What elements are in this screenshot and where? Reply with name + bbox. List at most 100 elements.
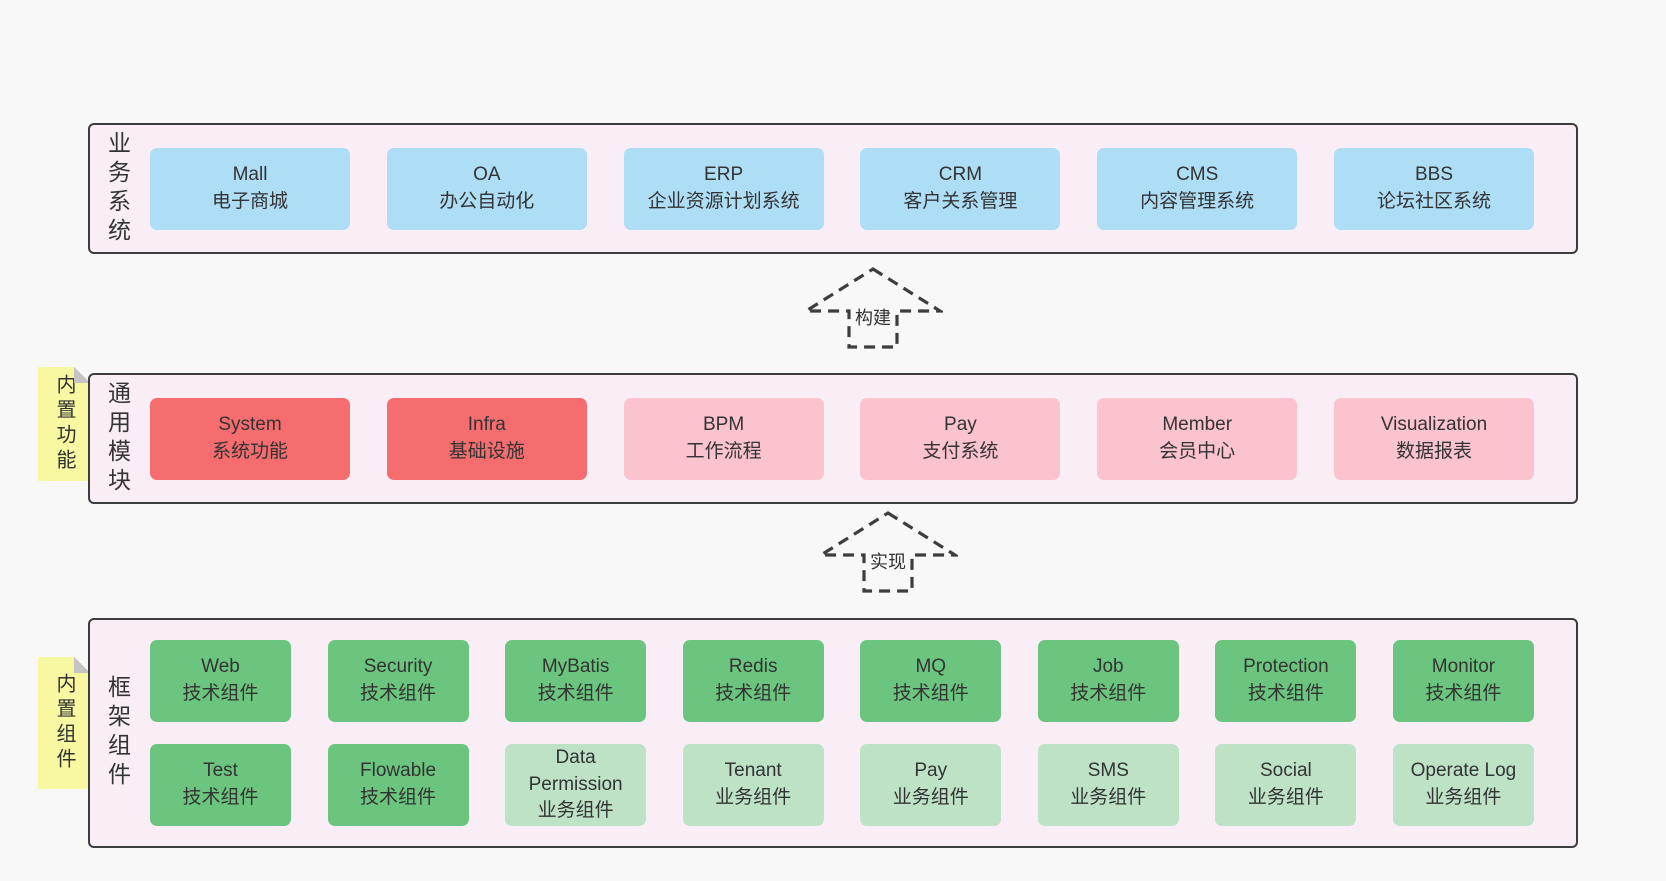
box-subtitle: 基础设施 (448, 440, 525, 462)
box-subtitle: 工作流程 (685, 440, 762, 462)
box-subtitle: 业务组件 (715, 787, 792, 808)
box-subtitle: 会员中心 (1159, 440, 1236, 462)
box-title: Member (1162, 413, 1233, 435)
box-subtitle: 业务组件 (1425, 787, 1502, 808)
build-arrow: 构建 (803, 266, 943, 350)
box-subtitle: 业务组件 (1070, 787, 1147, 808)
box-subtitle: 技术组件 (892, 683, 969, 704)
box-title: Pay (914, 760, 948, 782)
box-pay: Pay 支付系统 (860, 397, 1061, 480)
box-title: BPM (703, 413, 745, 435)
up-arrow-icon (803, 267, 943, 349)
box-subtitle: 技术组件 (1425, 683, 1502, 704)
box-subtitle: 电子商城 (211, 190, 288, 212)
implement-arrow: 实现 (818, 510, 958, 594)
box-erp: ERP 企业资源计划系统 (623, 147, 824, 230)
sticky-note-text: 内置组件 (53, 673, 75, 773)
box-operate-log: Operate Log 业务组件 (1392, 744, 1534, 826)
box-subtitle: 业务组件 (892, 787, 969, 808)
box-redis: Redis 技术组件 (682, 640, 824, 722)
section-common-modules: 通用模块 System 系统功能 Infra 基础设施 BPM 工作流程 Pay (88, 373, 1578, 504)
box-social: Social 业务组件 (1215, 744, 1357, 826)
common-modules-row: System 系统功能 Infra 基础设施 BPM 工作流程 Pay 支付系统… (150, 397, 1534, 480)
box-title: Job (1092, 656, 1124, 678)
box-title: Test (203, 760, 238, 782)
box-title: Social (1260, 760, 1312, 782)
box-bbs: BBS 论坛社区系统 (1333, 147, 1534, 230)
box-flowable: Flowable 技术组件 (327, 744, 469, 826)
box-subtitle: 企业资源计划系统 (647, 190, 800, 212)
box-title: Web (201, 656, 240, 678)
box-subtitle: 内容管理系统 (1140, 190, 1255, 212)
business-systems-content: Mall 电子商城 OA 办公自动化 ERP 企业资源计划系统 CRM 客户关系… (144, 125, 1576, 252)
box-cms: CMS 内容管理系统 (1097, 147, 1298, 230)
box-subtitle: 技术组件 (360, 787, 437, 808)
section-framework-components: 框架组件 Web 技术组件 Security 技术组件 MyBatis 技术组件… (88, 618, 1578, 848)
box-subtitle: 技术组件 (182, 787, 259, 808)
sticky-fold-icon (74, 657, 90, 673)
box-subtitle: 技术组件 (1247, 683, 1324, 704)
box-subtitle: 技术组件 (360, 683, 437, 704)
implement-arrow-label: 实现 (866, 548, 910, 574)
up-arrow-icon (818, 511, 958, 593)
box-title: MQ (915, 656, 947, 678)
box-title: OA (473, 163, 501, 185)
box-subtitle: 技术组件 (537, 683, 614, 704)
box-security: Security 技术组件 (327, 640, 469, 722)
box-title: Data Permission (528, 746, 623, 795)
box-mall: Mall 电子商城 (150, 147, 350, 230)
box-title: Security (363, 656, 433, 678)
box-mq: MQ 技术组件 (860, 640, 1002, 722)
section-label-text: 框架组件 (104, 675, 131, 791)
box-subtitle: 系统功能 (211, 440, 288, 462)
box-mybatis: MyBatis 技术组件 (505, 640, 647, 722)
box-subtitle: 数据报表 (1395, 440, 1472, 462)
box-protection: Protection 技术组件 (1215, 640, 1357, 722)
box-title: CRM (938, 163, 983, 185)
box-title: SMS (1087, 760, 1129, 782)
box-crm: CRM 客户关系管理 (860, 147, 1061, 230)
sticky-fold-icon (74, 367, 90, 383)
box-subtitle: 技术组件 (1070, 683, 1147, 704)
sticky-note-text: 内置功能 (53, 374, 75, 474)
section-label-text: 业务系统 (104, 130, 131, 247)
box-infra: Infra 基础设施 (386, 397, 587, 480)
box-title: Pay (944, 413, 977, 435)
box-web: Web 技术组件 (150, 640, 291, 722)
box-oa: OA 办公自动化 (386, 147, 587, 230)
framework-components-row-2: Test 技术组件 Flowable 技术组件 Data Permission … (150, 744, 1534, 826)
box-monitor: Monitor 技术组件 (1392, 640, 1534, 722)
box-visualization: Visualization 数据报表 (1333, 397, 1534, 480)
box-title: Visualization (1380, 413, 1488, 435)
section-label-text: 通用模块 (104, 380, 131, 497)
sticky-note-built-in-components: 内置组件 (38, 657, 90, 789)
box-subtitle: 技术组件 (182, 683, 259, 704)
box-title: Mall (232, 163, 268, 185)
box-subtitle: 业务组件 (537, 800, 614, 822)
box-title: Monitor (1431, 656, 1496, 678)
box-tenant: Tenant 业务组件 (682, 744, 824, 826)
box-system: System 系统功能 (150, 397, 350, 480)
section-label-framework-components: 框架组件 (90, 620, 144, 846)
box-subtitle: 技术组件 (715, 683, 792, 704)
box-subtitle: 支付系统 (922, 440, 999, 462)
box-subtitle: 办公自动化 (439, 190, 535, 212)
box-title: ERP (704, 163, 744, 185)
box-title: Tenant (724, 760, 782, 782)
section-label-business-systems: 业务系统 (90, 125, 144, 252)
sticky-note-built-in-features: 内置功能 (38, 367, 90, 481)
framework-components-content: Web 技术组件 Security 技术组件 MyBatis 技术组件 Redi… (144, 620, 1576, 846)
common-modules-content: System 系统功能 Infra 基础设施 BPM 工作流程 Pay 支付系统… (144, 375, 1576, 502)
box-subtitle: 论坛社区系统 (1376, 190, 1491, 212)
box-title: Redis (728, 656, 778, 678)
section-label-common-modules: 通用模块 (90, 375, 144, 502)
box-bpm: BPM 工作流程 (623, 397, 824, 480)
box-title: BBS (1414, 163, 1453, 185)
box-title: Flowable (360, 760, 437, 782)
box-pay-component: Pay 业务组件 (860, 744, 1002, 826)
framework-components-row-1: Web 技术组件 Security 技术组件 MyBatis 技术组件 Redi… (150, 640, 1534, 722)
box-subtitle: 业务组件 (1247, 787, 1324, 808)
section-business-systems: 业务系统 Mall 电子商城 OA 办公自动化 ERP 企业资源计划系统 CRM (88, 123, 1578, 254)
box-title: Protection (1243, 656, 1329, 678)
box-title: Operate Log (1410, 760, 1517, 782)
